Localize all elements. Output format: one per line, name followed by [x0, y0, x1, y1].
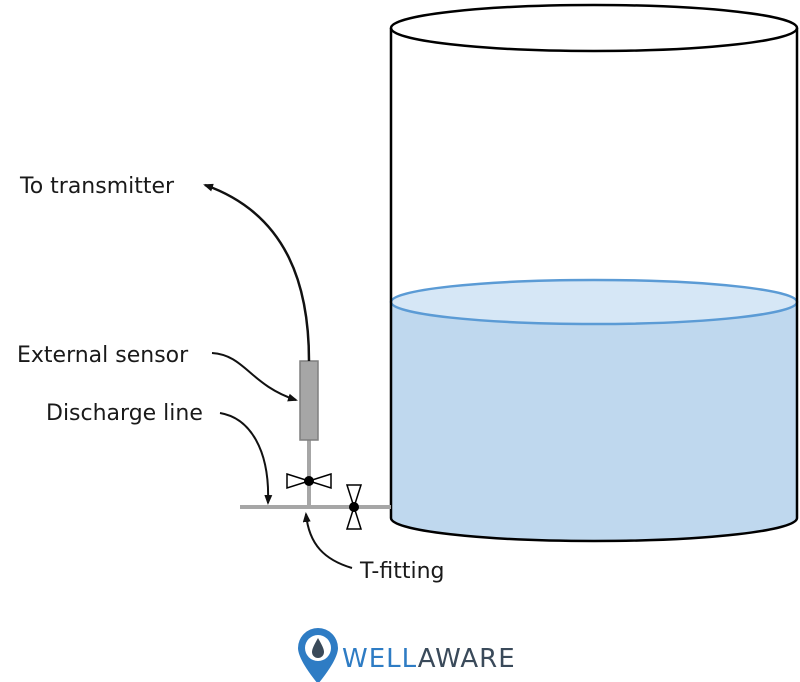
- location-pin-icon: [298, 628, 338, 682]
- external-sensor-leader: [211, 352, 298, 402]
- t-fitting-leader: [302, 512, 353, 569]
- label-t-fitting: T-fitting: [359, 559, 445, 584]
- logo-word-aware: AWARE: [418, 644, 516, 674]
- label-discharge-line: Discharge line: [46, 401, 203, 426]
- external-sensor-body: [299, 360, 319, 441]
- label-to-transmitter: To transmitter: [19, 174, 175, 199]
- discharge-line-leader: [219, 412, 273, 505]
- transmitter-cable: [203, 183, 311, 362]
- liquid-surface: [389, 278, 799, 326]
- logo-word-well: WELL: [342, 644, 418, 674]
- tank-bottom-rim: [389, 517, 799, 543]
- discharge-valve-icon: [345, 484, 363, 530]
- label-external-sensor: External sensor: [17, 343, 189, 368]
- riser-valve-icon: [286, 472, 332, 490]
- wellaware-logo: WELLAWARE: [298, 628, 516, 682]
- logo-wordmark: WELLAWARE: [342, 644, 516, 674]
- tank-liquid: [391, 302, 797, 541]
- tank-top-rim: [389, 3, 799, 53]
